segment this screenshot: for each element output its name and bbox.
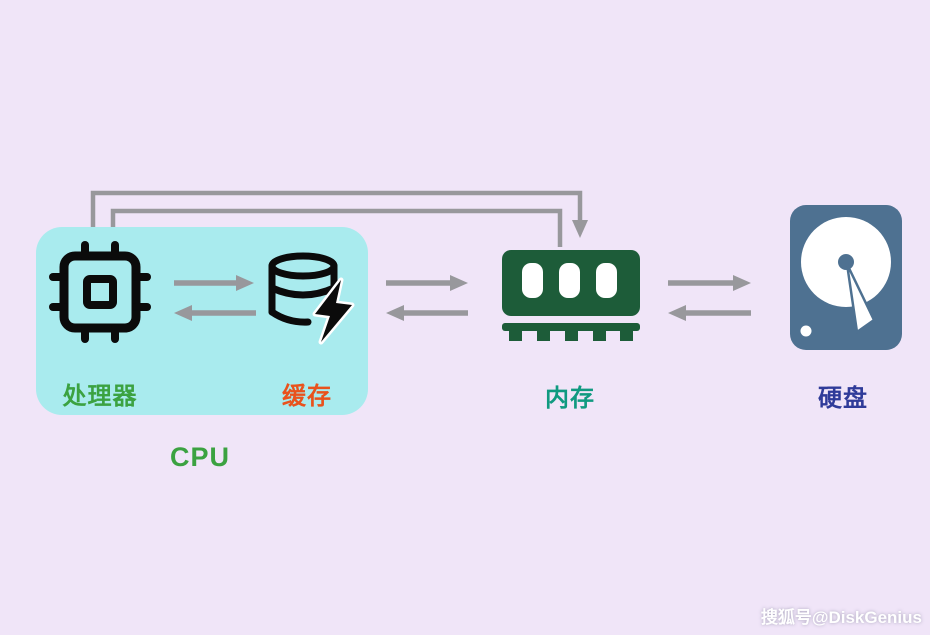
memory-disk-arrows xyxy=(668,275,751,321)
cache-database-icon xyxy=(268,252,355,345)
memory-ram-icon xyxy=(502,250,640,341)
cache-memory-arrows xyxy=(386,275,468,321)
watermark-text: 搜狐号@DiskGenius xyxy=(760,608,922,627)
cpu-group-label: CPU xyxy=(169,442,230,472)
memory-label: 内存 xyxy=(545,385,595,412)
processor-label: 处理器 xyxy=(62,383,138,410)
hard-disk-icon xyxy=(790,205,902,350)
processor-cache-arrows xyxy=(174,275,256,321)
disk-label: 硬盘 xyxy=(818,385,868,412)
lightning-bolt-icon xyxy=(312,277,355,345)
processor-chip-icon xyxy=(49,241,151,343)
cpu-memory-bypass-arrows xyxy=(90,190,588,247)
cache-label: 缓存 xyxy=(282,383,332,410)
